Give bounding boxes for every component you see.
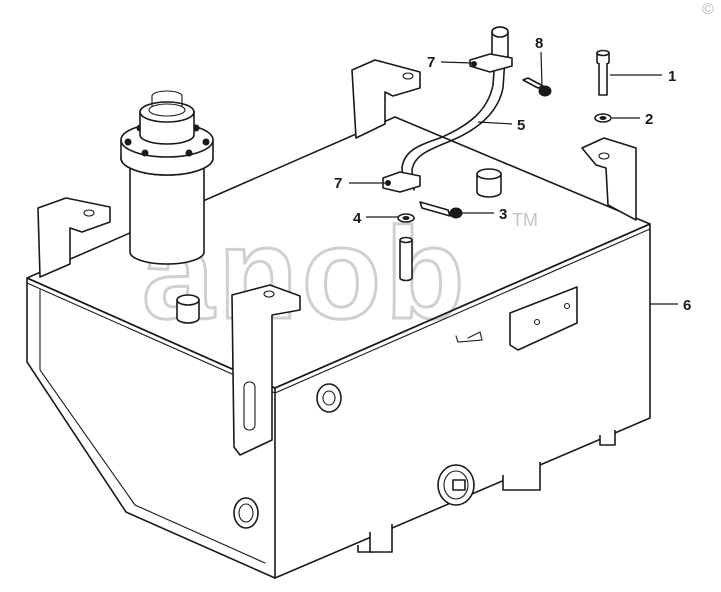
filler-cap-top: [139, 101, 195, 123]
bracket-plate: [509, 286, 578, 351]
top-hook: [455, 331, 483, 343]
callout-5: 5: [517, 117, 525, 134]
corner-mark: ©: [702, 1, 714, 18]
watermark-tm: TM: [512, 210, 538, 230]
bracket-slot: [263, 290, 275, 298]
side-port-bore: [322, 390, 336, 406]
sight-port-ring: [233, 497, 259, 529]
flange-bolt: [202, 138, 210, 146]
washer-4: [397, 213, 415, 223]
bracket-slot: [402, 72, 414, 80]
top-fitting-left-cap: [176, 294, 200, 306]
tank-foot: [599, 430, 616, 446]
pipe-outer-right: [411, 57, 506, 191]
filler-neck: [129, 159, 205, 265]
top-fitting-left: [176, 299, 200, 324]
sight-port-glass: [238, 503, 254, 523]
bolt-1: [596, 49, 610, 96]
breather-pipe: [382, 26, 513, 193]
top-fittings: [176, 168, 502, 324]
tank-front-flange: [39, 289, 266, 564]
side-port-boss: [316, 383, 342, 413]
side-bracket-plate: [509, 286, 578, 351]
callout-7-lower: 7: [334, 175, 342, 192]
bracket-right-rear: [581, 137, 637, 221]
bolt-1-shank: [598, 63, 608, 96]
callout-2: 2: [645, 111, 653, 128]
drain-plug-ring: [443, 470, 469, 500]
top-fitting-right-cap: [476, 168, 502, 180]
callout-8: 8: [535, 35, 543, 52]
flange-bolt: [124, 138, 132, 146]
bracket-top-rear: [351, 59, 421, 139]
bracket-front: [231, 284, 301, 456]
callout-4: 4: [353, 210, 362, 227]
bracket-slot: [83, 209, 95, 217]
side-port: [316, 383, 342, 413]
washer-2-hole: [599, 116, 607, 120]
filler-cap-inner: [148, 103, 186, 117]
leader-7a: [440, 61, 474, 64]
tank-top-rim: [26, 228, 651, 394]
drain-plug: [437, 464, 475, 506]
pipe-top-cap: [491, 26, 509, 38]
filler-cap-knob: [151, 90, 183, 107]
screw-3-shank: [419, 201, 451, 217]
pipe-clamp-lower: [382, 171, 421, 193]
bracket-long-slot: [243, 381, 256, 431]
callout-1: 1: [668, 68, 676, 85]
clamp-hole: [471, 61, 477, 67]
pipe-clamp-upper: [469, 53, 513, 73]
callout-7-upper: 7: [427, 54, 435, 71]
mount-stud: [399, 236, 413, 282]
mounting-brackets: [37, 59, 637, 456]
leader-8: [540, 51, 543, 87]
stud-top: [399, 236, 413, 244]
bolt-1-head-top: [596, 49, 610, 57]
clamp-hole: [385, 180, 391, 186]
screw-8-shank: [522, 77, 544, 89]
screw-8: [522, 77, 552, 97]
stud-shank: [399, 239, 413, 282]
callout-leaders: [349, 51, 678, 305]
callout-3: 3: [499, 206, 507, 223]
flange-bolt: [141, 149, 149, 157]
drain-plug-hex: [452, 479, 466, 491]
washer-4-hole: [402, 216, 410, 220]
bracket-left-rear: [37, 197, 111, 278]
top-fitting-right: [476, 173, 502, 198]
tank-foot: [502, 462, 541, 491]
screw-3-head: [449, 207, 463, 219]
washer-2: [594, 113, 612, 123]
sight-port: [233, 497, 259, 529]
tank-foot: [369, 524, 393, 553]
screw-3: [419, 201, 463, 219]
flange-bolt: [185, 149, 193, 157]
callout-labels: 1 2 3 4 5 6 7 7 8: [334, 35, 691, 314]
leader-5: [477, 121, 513, 125]
pipe-outer-left: [401, 57, 496, 191]
bracket-slot: [598, 152, 610, 160]
callout-6: 6: [683, 297, 691, 314]
tank-feet: [357, 430, 616, 553]
screw-8-head: [538, 85, 552, 97]
bracket-hole: [563, 302, 571, 310]
bracket-hole: [533, 318, 541, 326]
filler-assembly: [120, 90, 214, 265]
